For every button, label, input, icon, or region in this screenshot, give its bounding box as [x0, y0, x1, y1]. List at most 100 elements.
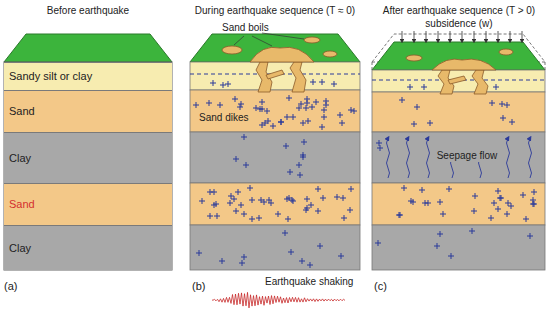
plus-mark [225, 81, 231, 87]
plus-mark [531, 201, 537, 207]
plus-mark [397, 212, 403, 218]
plus-mark [495, 206, 501, 212]
plus-mark [419, 187, 425, 193]
plus-mark [351, 108, 357, 114]
ground-surface [190, 34, 360, 62]
plus-mark [315, 208, 321, 214]
silt-layer [372, 70, 545, 92]
plus-mark [509, 119, 515, 125]
plus-mark [307, 262, 313, 268]
silt-layer: Sandy silt or clay [4, 62, 172, 90]
layer-label: Clay [9, 242, 31, 255]
plus-mark [301, 139, 307, 145]
plus-mark [290, 114, 296, 120]
plus-mark [530, 201, 536, 207]
plus-mark [228, 193, 234, 199]
plus-mark [437, 199, 443, 205]
plus-mark [469, 228, 475, 234]
plus-mark [217, 102, 223, 108]
plus-mark [304, 205, 310, 211]
plus-mark [213, 201, 219, 207]
plus-mark [282, 230, 288, 236]
pore-pressure-marks [375, 84, 537, 259]
clay-layer [190, 132, 360, 183]
plus-mark [238, 202, 244, 208]
plus-mark [448, 253, 454, 259]
plus-mark [493, 84, 499, 90]
plus-mark [233, 156, 239, 162]
plus-mark [347, 207, 353, 213]
sand-layer [372, 92, 545, 132]
plus-mark [399, 97, 405, 103]
plus-mark [286, 95, 292, 101]
plus-mark [315, 186, 321, 192]
plus-mark [310, 79, 316, 85]
plus-mark [264, 108, 270, 114]
panel-letter: (b) [192, 280, 205, 292]
plus-mark [247, 185, 253, 191]
sand-layer: Sand [4, 183, 172, 225]
plus-mark [427, 120, 433, 126]
leader-lines [234, 33, 304, 46]
plus-mark [241, 134, 247, 140]
plus-mark [249, 197, 255, 203]
plus-mark [495, 188, 501, 194]
plus-mark [508, 203, 514, 209]
plus-mark [376, 140, 382, 146]
plus-mark [297, 172, 303, 178]
ground-surface [372, 42, 545, 70]
plus-mark [233, 208, 239, 214]
plus-mark [285, 216, 291, 222]
callout-label: subsidence (w) [425, 18, 492, 30]
plus-mark [497, 195, 503, 201]
plus-mark [238, 101, 244, 107]
clay-layer [372, 225, 545, 270]
plus-mark [396, 212, 402, 218]
plus-mark [220, 82, 226, 88]
plus-mark [348, 107, 354, 113]
plus-mark [499, 101, 505, 107]
plus-mark [288, 249, 294, 255]
panel-letter: (c) [374, 280, 387, 292]
plus-mark [321, 107, 327, 113]
plus-mark [500, 115, 506, 121]
sand-layer [190, 90, 360, 132]
plus-mark [498, 195, 504, 201]
plus-mark [239, 260, 245, 266]
plus-mark [210, 80, 216, 86]
plus-mark [249, 216, 255, 222]
plus-mark [211, 189, 217, 195]
layer-label: Sandy silt or clay [9, 70, 92, 83]
seismogram [212, 292, 345, 308]
plus-mark [308, 202, 314, 208]
layer-label: Sand [9, 198, 35, 211]
plus-mark [296, 105, 302, 111]
callout-label: Earthquake shaking [265, 276, 353, 288]
plus-mark [331, 81, 337, 87]
plus-mark [309, 104, 315, 110]
plus-mark [505, 200, 511, 206]
plus-mark [488, 215, 494, 221]
plus-mark [504, 211, 510, 217]
plus-mark [407, 84, 413, 90]
plus-mark [270, 123, 276, 129]
layer-label: Sand [9, 105, 35, 118]
plus-mark [440, 211, 446, 217]
plus-mark [214, 213, 220, 219]
plus-mark [231, 196, 237, 202]
plus-mark [193, 102, 199, 108]
plus-mark [472, 193, 478, 199]
sand-layer [190, 183, 360, 225]
plus-mark [339, 120, 345, 126]
plus-mark [411, 121, 417, 127]
plus-mark [278, 119, 284, 125]
plus-mark [401, 185, 407, 191]
plus-mark [287, 169, 293, 175]
block-outline [4, 62, 172, 270]
plus-mark [320, 195, 326, 201]
clay-layer: Clay [4, 225, 172, 270]
layer-label: Clay [9, 152, 31, 165]
callout-label: Seepage flow [435, 150, 500, 162]
plus-mark [199, 198, 205, 204]
plus-mark [256, 215, 262, 221]
